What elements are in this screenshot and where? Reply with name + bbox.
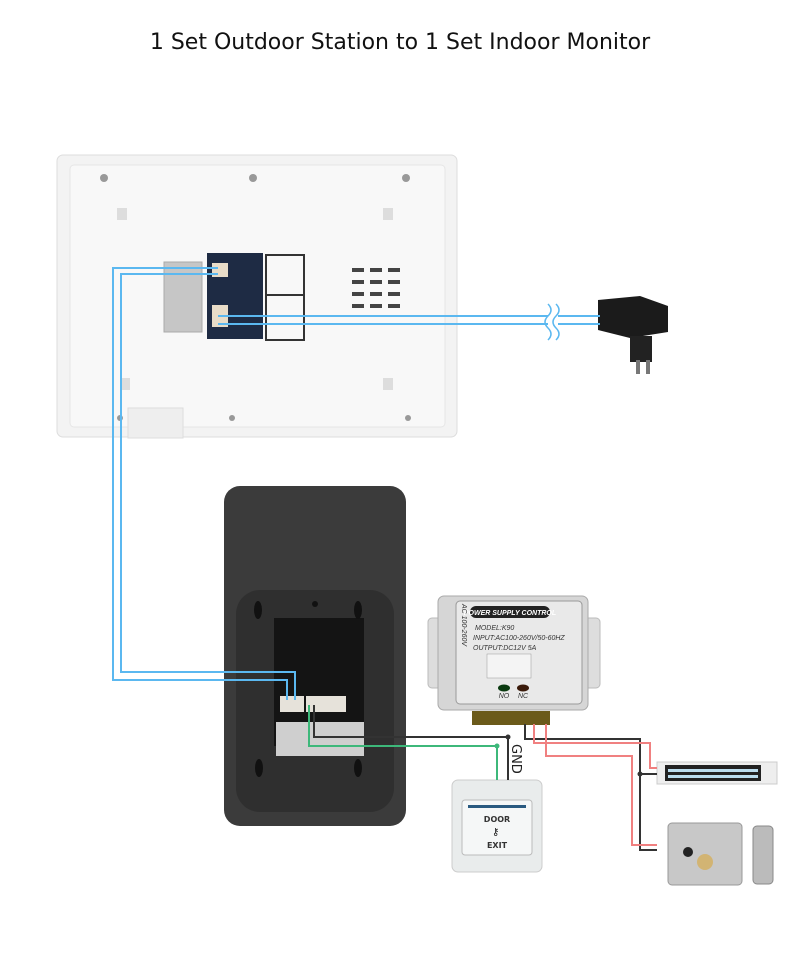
power-supply-model: MODEL:K90 [475, 625, 514, 632]
gnd-label: GND [508, 744, 523, 774]
elock-power-wire [545, 724, 657, 846]
power-supply-control: POWER SUPPLY CONTROL MODEL:K90 INPUT:AC1… [427, 595, 601, 725]
key-icon: ⚷ [492, 827, 499, 838]
maglock-power-wire [533, 724, 657, 769]
signal-wire-2 [120, 273, 296, 700]
ground-wire [313, 705, 509, 780]
power-supply-output: OUTPUT:DC12V 5A [473, 645, 537, 652]
wire-break-icon [544, 303, 560, 341]
led-no-label: NO [499, 693, 510, 700]
signal-wire-1 [112, 267, 288, 700]
power-supply-side-label: AC 100-260V [460, 603, 467, 647]
exit-button: DOOR ⚷ EXIT [451, 779, 543, 873]
power-supply-input: INPUT:AC100-260V/50-60HZ [473, 635, 565, 642]
magnetic-lock [656, 761, 778, 785]
led-nc-label: NC [518, 693, 529, 700]
outdoor-station [224, 486, 406, 826]
indoor-monitor [56, 154, 458, 439]
lock-ground-wire [524, 724, 657, 851]
page-title: 1 Set Outdoor Station to 1 Set Indoor Mo… [149, 30, 651, 55]
wires [112, 267, 657, 851]
power-supply-header: POWER SUPPLY CONTROL [464, 610, 556, 617]
electric-lock [667, 822, 774, 886]
exit-button-exit-label: EXIT [487, 841, 508, 850]
exit-wire [308, 705, 498, 780]
exit-button-door-label: DOOR [484, 815, 510, 824]
power-adapter [598, 296, 668, 374]
